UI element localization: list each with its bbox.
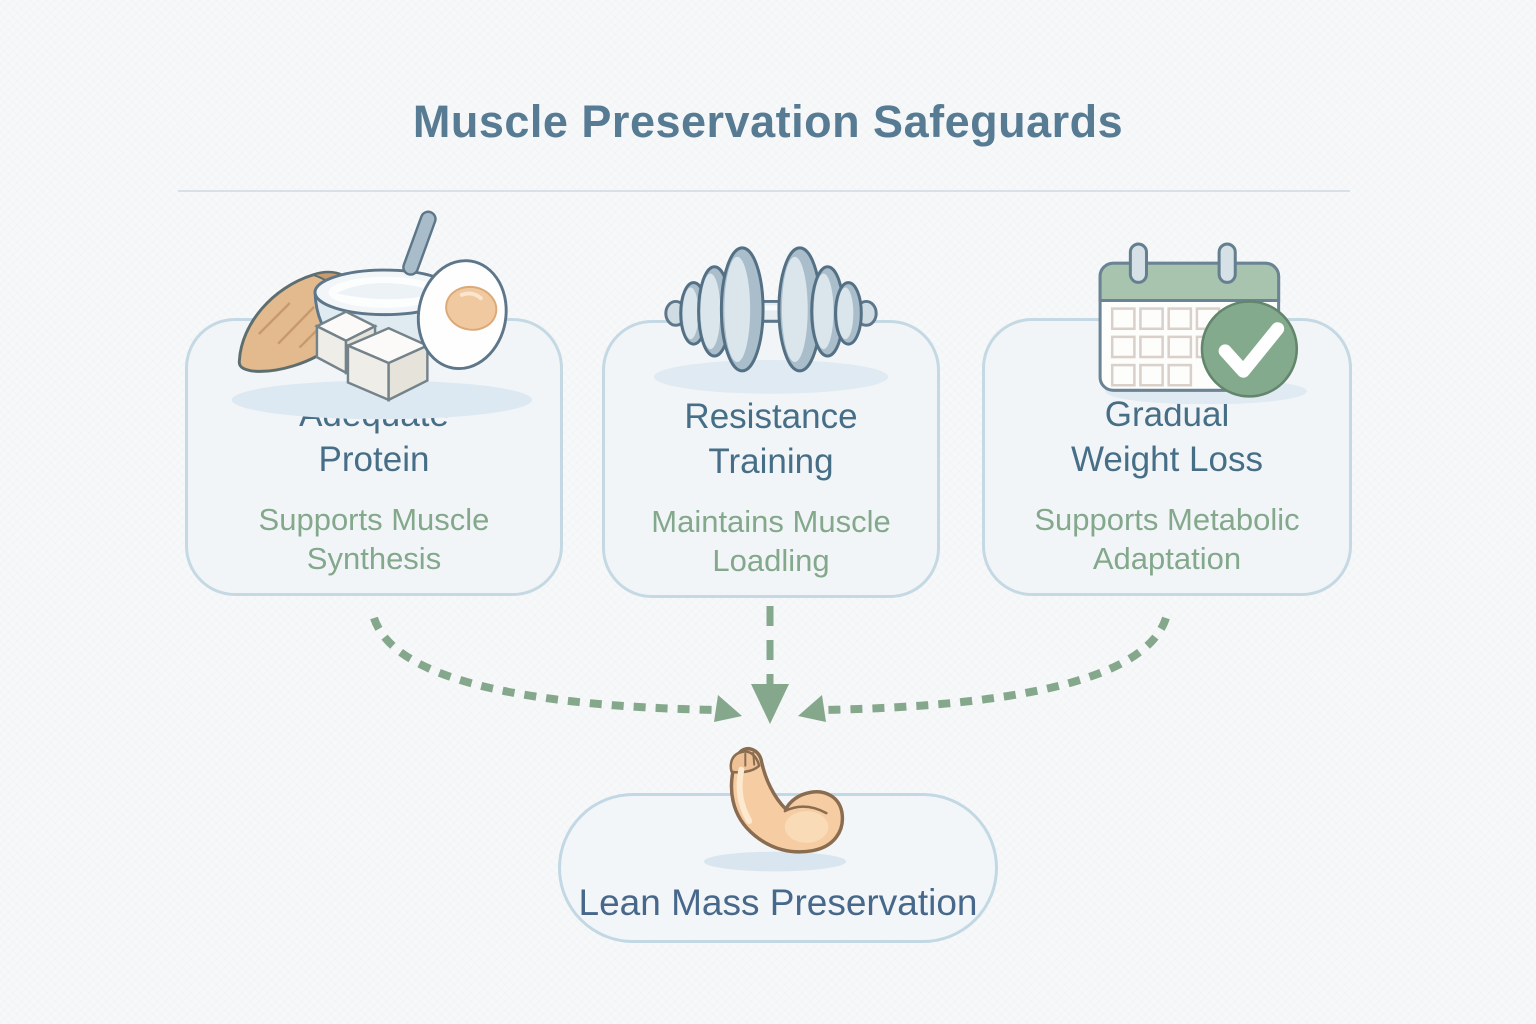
- result-label: Lean Mass Preservation: [578, 882, 978, 923]
- card-heading: Gradual Weight Loss: [1071, 395, 1263, 479]
- converging-arrows: [370, 606, 1170, 724]
- card-subheading: Supports Muscle Synthesis: [258, 502, 490, 576]
- card-subheading: Maintains Muscle Loadling: [651, 504, 891, 578]
- protein-foods-icon: [231, 210, 532, 420]
- page-title: Muscle Preservation Safeguards: [412, 96, 1124, 147]
- flexed-bicep-icon: [703, 746, 847, 872]
- dumbbell-icon: [653, 246, 889, 394]
- title-divider: [178, 190, 1350, 192]
- card-heading: Resistance Training: [684, 397, 858, 481]
- calendar-check-icon: [1098, 242, 1307, 405]
- card-subheading: Supports Metabolic Adaptation: [1034, 502, 1300, 576]
